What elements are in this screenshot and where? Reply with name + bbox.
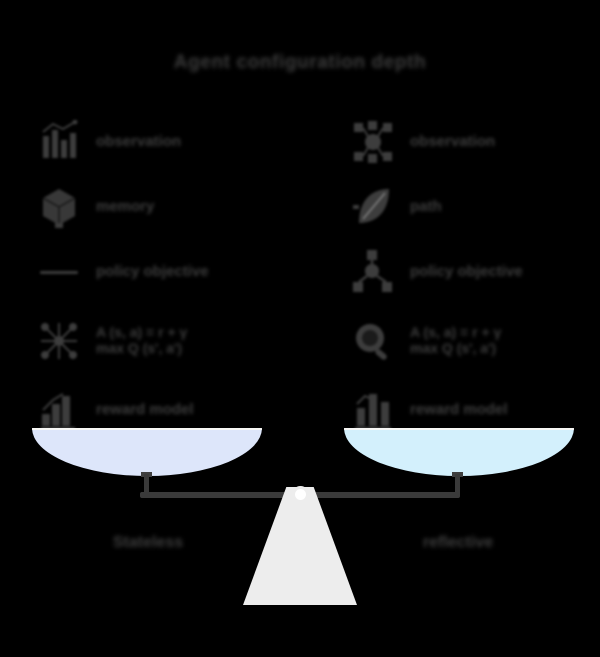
legend-row-label: policy objective: [96, 263, 209, 281]
horizontal-line-icon: [34, 247, 84, 297]
scale-label-left: Stateless: [112, 534, 184, 551]
node-cluster-icon: [348, 117, 398, 167]
legend-columns: observation memory policy objective: [0, 113, 600, 430]
legend-row: A (s, a) = r + γ max Q (s', a'): [34, 308, 286, 374]
cube-network-icon: [34, 182, 84, 232]
leaf-flask-icon: [348, 182, 398, 232]
scale-fulcrum: [243, 487, 357, 605]
legend-row: A (s, a) = r + γ max Q (s', a'): [348, 308, 600, 374]
page-title: Agent configuration depth: [173, 52, 427, 73]
legend-row-label: reward model: [96, 401, 194, 419]
legend-row-label: memory: [96, 198, 155, 216]
scale-hanger-right: [455, 474, 460, 496]
bar-chart-icon: [34, 117, 84, 167]
legend-row-label: reward model: [410, 401, 508, 419]
scale-pan-right: [344, 428, 574, 476]
legend-row: memory: [34, 178, 286, 236]
legend-row: policy objective: [34, 243, 286, 301]
legend-row: observation: [348, 113, 600, 171]
legend-row-label: observation: [410, 133, 496, 151]
legend-row-label: A (s, a) = r + γ max Q (s', a'): [410, 324, 502, 356]
legend-row-label: observation: [96, 133, 182, 151]
scale-pan-left: [32, 428, 262, 476]
magnifier-icon: [348, 316, 398, 366]
scale-label-right: reflective: [422, 534, 494, 551]
network-graph-icon: [34, 316, 84, 366]
legend-row-label: policy objective: [410, 263, 523, 281]
scale-pivot: [292, 486, 309, 503]
legend-column-left: observation memory policy objective: [34, 113, 286, 446]
legend-row-label: path: [410, 198, 442, 216]
legend-row: reward model: [348, 381, 600, 439]
legend-row: policy objective: [348, 243, 600, 301]
branching-tree-icon: [348, 247, 398, 297]
legend-row-label: A (s, a) = r + γ max Q (s', a'): [96, 324, 188, 356]
legend-column-right: observation path: [348, 113, 600, 446]
scale-hanger-left: [144, 474, 149, 496]
legend-row: path: [348, 178, 600, 236]
legend-row: observation: [34, 113, 286, 171]
